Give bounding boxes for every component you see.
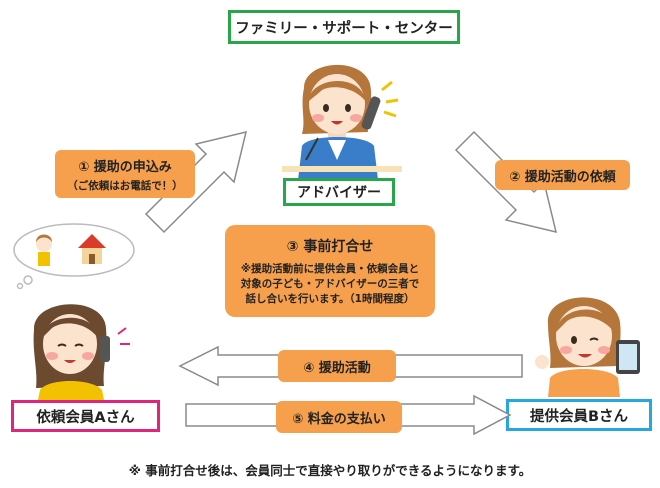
provider-label: 提供会員Bさん: [529, 408, 629, 425]
center-title: ファミリー・サポート・センター: [235, 20, 453, 37]
step2-label: ② 援助活動の依頼: [509, 169, 616, 185]
center-title-box: ファミリー・サポート・センター: [228, 10, 460, 44]
provider-illustration: [535, 297, 640, 397]
advisor-label: アドバイザー: [297, 185, 381, 201]
step3-line-1: ※援助活動前に提供会員・依頼会員と: [240, 262, 420, 275]
step4-label: ④ 援助活動: [303, 360, 371, 376]
requester-label-box: 依頼会員Aさん: [11, 400, 160, 432]
advisor-label-box: アドバイザー: [283, 178, 395, 206]
step2-box: ② 援助活動の依頼: [495, 160, 630, 190]
advisor-illustration: [282, 64, 402, 180]
step5-label: ⑤ 料金の支払い: [292, 411, 386, 427]
thought-bubble: [13, 223, 135, 290]
step3-label: ③ 事前打合せ: [286, 238, 374, 255]
footnote: ※ 事前打合せ後は、会員同士で直接やり取りができるようになります。: [128, 463, 532, 478]
step1-box: ① 援助の申込み （ご依頼はお電話で！）: [55, 150, 195, 198]
step1-label: ① 援助の申込み: [78, 159, 172, 175]
requester-label: 依頼会員Aさん: [36, 409, 135, 426]
step3-line-2: 対象の子ども・アドバイザーの三者で: [240, 277, 420, 290]
step5-box: ⑤ 料金の支払い: [276, 401, 402, 433]
requester-illustration: [33, 304, 130, 400]
step3-box: ③ 事前打合せ ※援助活動前に提供会員・依頼会員と 対象の子ども・アドバイザーの…: [225, 225, 435, 317]
step1-sub: （ご依頼はお電話で！）: [67, 179, 183, 192]
step4-box: ④ 援助活動: [278, 350, 396, 382]
step3-line-3: 話し合いを行います。（1時間程度）: [245, 292, 415, 305]
